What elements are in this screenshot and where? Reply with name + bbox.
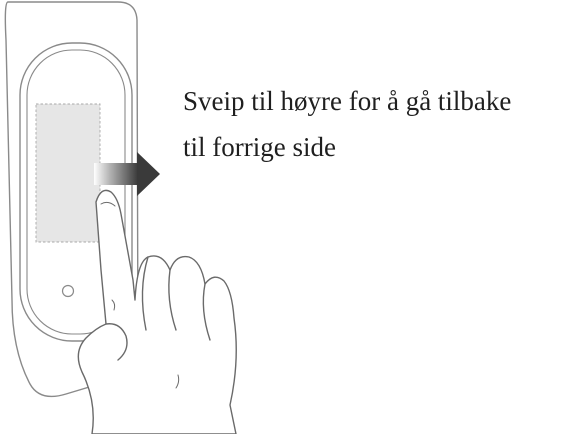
instruction-line-2: til forrige side xyxy=(183,124,578,170)
instruction-line-1: Sveip til høyre for å gå tilbake xyxy=(183,78,578,124)
home-button-icon xyxy=(63,286,74,297)
instruction-text: Sveip til høyre for å gå tilbake til for… xyxy=(183,78,578,170)
